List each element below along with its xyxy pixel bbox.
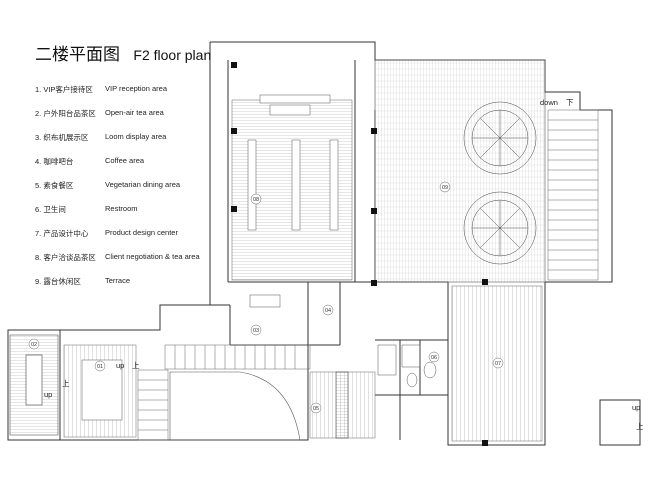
legend-item-zh: 2. 户外阳台品茶区 bbox=[35, 109, 96, 118]
room-number-05: 05 bbox=[313, 406, 319, 412]
stairs-right bbox=[547, 109, 599, 281]
room-number-06: 06 bbox=[431, 355, 437, 361]
up-label-1-zh: 上 bbox=[132, 361, 140, 370]
legend-item-en: Open-air tea area bbox=[105, 108, 164, 117]
legend-item-en: Loom display area bbox=[105, 132, 167, 141]
room-number-08: 08 bbox=[253, 197, 259, 203]
legend-item-en: Terrace bbox=[105, 276, 131, 285]
title-en: F2 floor plan bbox=[133, 47, 212, 63]
up-label-2: up bbox=[44, 390, 52, 399]
legend-item-zh: 4. 咖啡吧台 bbox=[35, 157, 74, 166]
stair-labels: down 下 up 上 上 up up 上 bbox=[44, 98, 644, 431]
legend-item-en: Product design center bbox=[105, 228, 178, 237]
title-zh: 二楼平面图 bbox=[35, 45, 120, 65]
stairs-left bbox=[137, 369, 169, 441]
columns bbox=[231, 62, 488, 446]
legend-item-en: Restroom bbox=[105, 204, 138, 213]
room-number-09: 09 bbox=[442, 185, 448, 191]
legend-item-en: VIP reception area bbox=[105, 84, 167, 93]
legend-item-en: Coffee area bbox=[105, 156, 145, 165]
up-label-2-zh: 上 bbox=[62, 379, 70, 388]
legend-item-zh: 5. 素食餐区 bbox=[35, 181, 74, 190]
room-number-01: 01 bbox=[97, 364, 103, 370]
up-label-3: up bbox=[632, 403, 640, 412]
room-numbers: 01 02 03 04 05 06 07 08 09 bbox=[28, 181, 504, 414]
legend-item-zh: 9. 露台休闲区 bbox=[35, 277, 81, 286]
down-label: down bbox=[540, 98, 558, 107]
legend-item-zh: 8. 客户洽谈品茶区 bbox=[35, 253, 96, 262]
page-title: 二楼平面图 F2 floor plan bbox=[35, 40, 211, 65]
room-number-02: 02 bbox=[31, 342, 37, 348]
legend-item-en: Vegetarian dining area bbox=[105, 180, 181, 189]
room-number-07: 07 bbox=[495, 361, 501, 367]
room-number-04: 04 bbox=[325, 308, 331, 314]
legend-item-zh: 6. 卫生间 bbox=[35, 205, 66, 214]
trees bbox=[463, 101, 537, 265]
up-label-3-zh: 上 bbox=[636, 422, 644, 431]
up-label-1: up bbox=[116, 361, 124, 370]
legend-item-zh: 7. 产品设计中心 bbox=[35, 229, 89, 238]
legend-item-zh: 1. VIP客户接待区 bbox=[35, 85, 93, 94]
legend-item-en: Client negotiation & tea area bbox=[105, 252, 200, 261]
legend-item-zh: 3. 织布机展示区 bbox=[35, 133, 89, 142]
room-number-03: 03 bbox=[253, 328, 259, 334]
down-label-zh: 下 bbox=[566, 98, 574, 107]
